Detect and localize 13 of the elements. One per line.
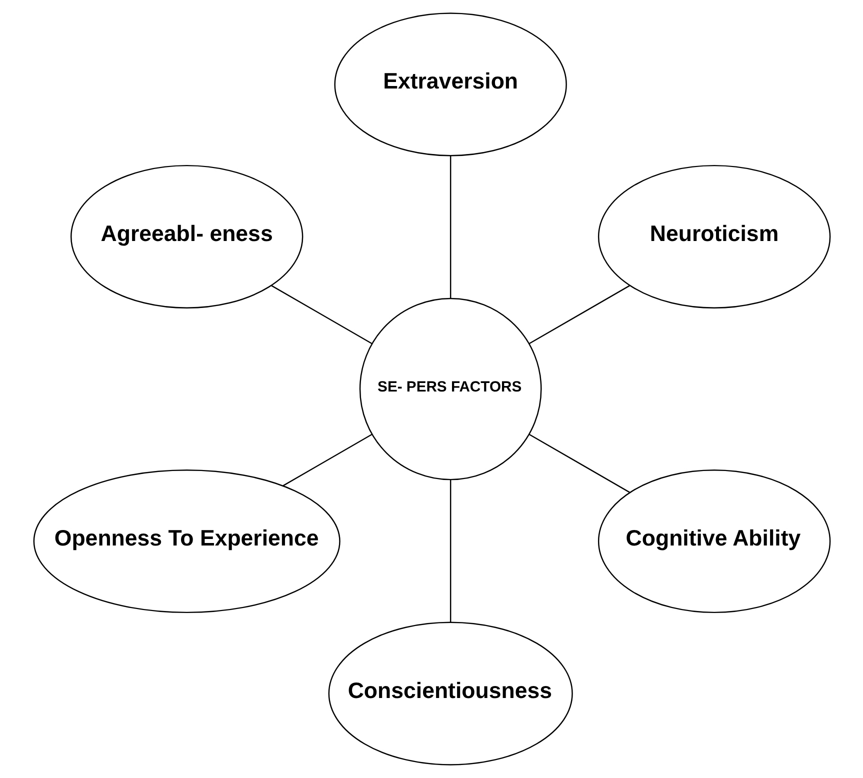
connector xyxy=(270,285,372,344)
connector xyxy=(528,285,630,344)
node-circle: SE- PERS FACTORS xyxy=(358,298,542,480)
node-ellipse: Agreeabl- eness xyxy=(70,164,303,309)
node-ellipse: Openness To Experience xyxy=(32,469,340,614)
node-ellipse: Neuroticism xyxy=(597,164,830,309)
node-ellipse: Extraversion xyxy=(334,12,566,156)
connector xyxy=(449,156,451,298)
connector xyxy=(449,480,451,622)
node-ellipse: Conscientiousness xyxy=(328,622,572,766)
connector xyxy=(528,434,630,493)
connector xyxy=(282,434,372,486)
node-ellipse: Cognitive Ability xyxy=(597,469,830,614)
